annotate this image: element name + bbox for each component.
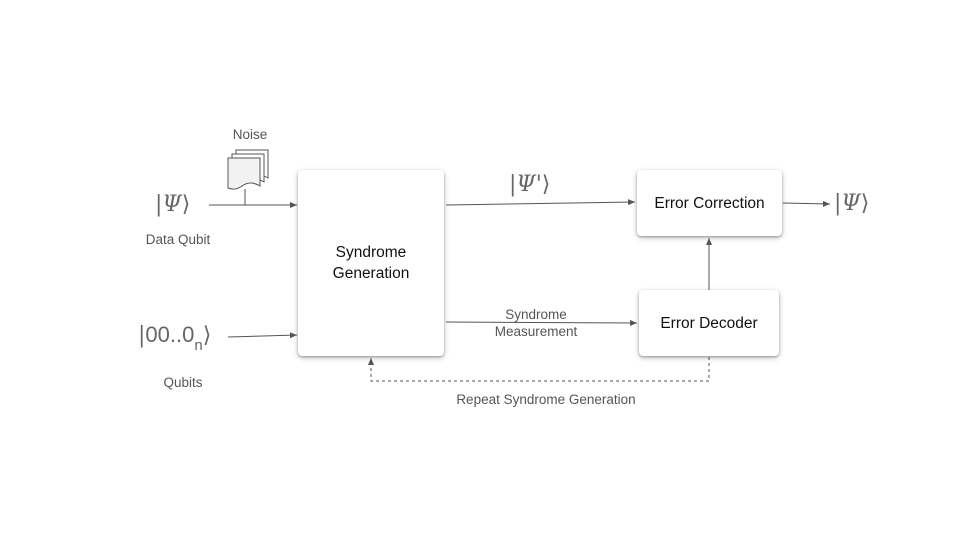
syndrome-generation-line2: Generation (332, 265, 410, 282)
data-qubit-state: |Ψ⟩ (155, 192, 191, 217)
output-state: |Ψ⟩ (834, 191, 870, 216)
ancilla-qubits-caption: Qubits (163, 375, 203, 390)
repeat-syndrome-generation-label: Repeat Syndrome Generation (456, 392, 636, 407)
data-qubit-caption: Data Qubit (145, 232, 211, 247)
arrow-ancilla-to-syndrome (227, 332, 298, 339)
syndrome-measurement-line1: Syndrome (505, 307, 567, 322)
noise-document-icon (227, 149, 269, 190)
arrow-syndrome-to-decoder (445, 319, 638, 326)
error-decoder-box: Error Decoder (639, 290, 779, 356)
noise-caption: Noise (232, 127, 268, 142)
ancilla-zeros: 00..0 (145, 322, 195, 347)
ancilla-qubits-state: |00..0n⟩ (138, 322, 212, 354)
psi-prime-symbol: Ψ' (516, 172, 542, 197)
syndrome-generation-line1: Syndrome (335, 244, 407, 261)
arrow-syndrome-to-correction (445, 199, 636, 206)
psi-output-symbol: Ψ (841, 191, 861, 216)
corrupted-state: |Ψ'⟩ (509, 172, 551, 197)
ancilla-subscript: n (194, 337, 203, 354)
syndrome-measurement-line2: Measurement (494, 324, 578, 339)
error-decoder-label: Error Decoder (660, 314, 758, 332)
psi-symbol: Ψ (162, 192, 182, 217)
syndrome-generation-box: Syndrome Generation (298, 170, 444, 356)
error-correction-label: Error Correction (654, 194, 765, 212)
arrow-correction-to-output (782, 200, 831, 207)
repeat-loop-dashed-arrow (368, 357, 710, 382)
syndrome-measurement-label: Syndrome Measurement (476, 306, 596, 340)
error-correction-box: Error Correction (637, 170, 782, 236)
